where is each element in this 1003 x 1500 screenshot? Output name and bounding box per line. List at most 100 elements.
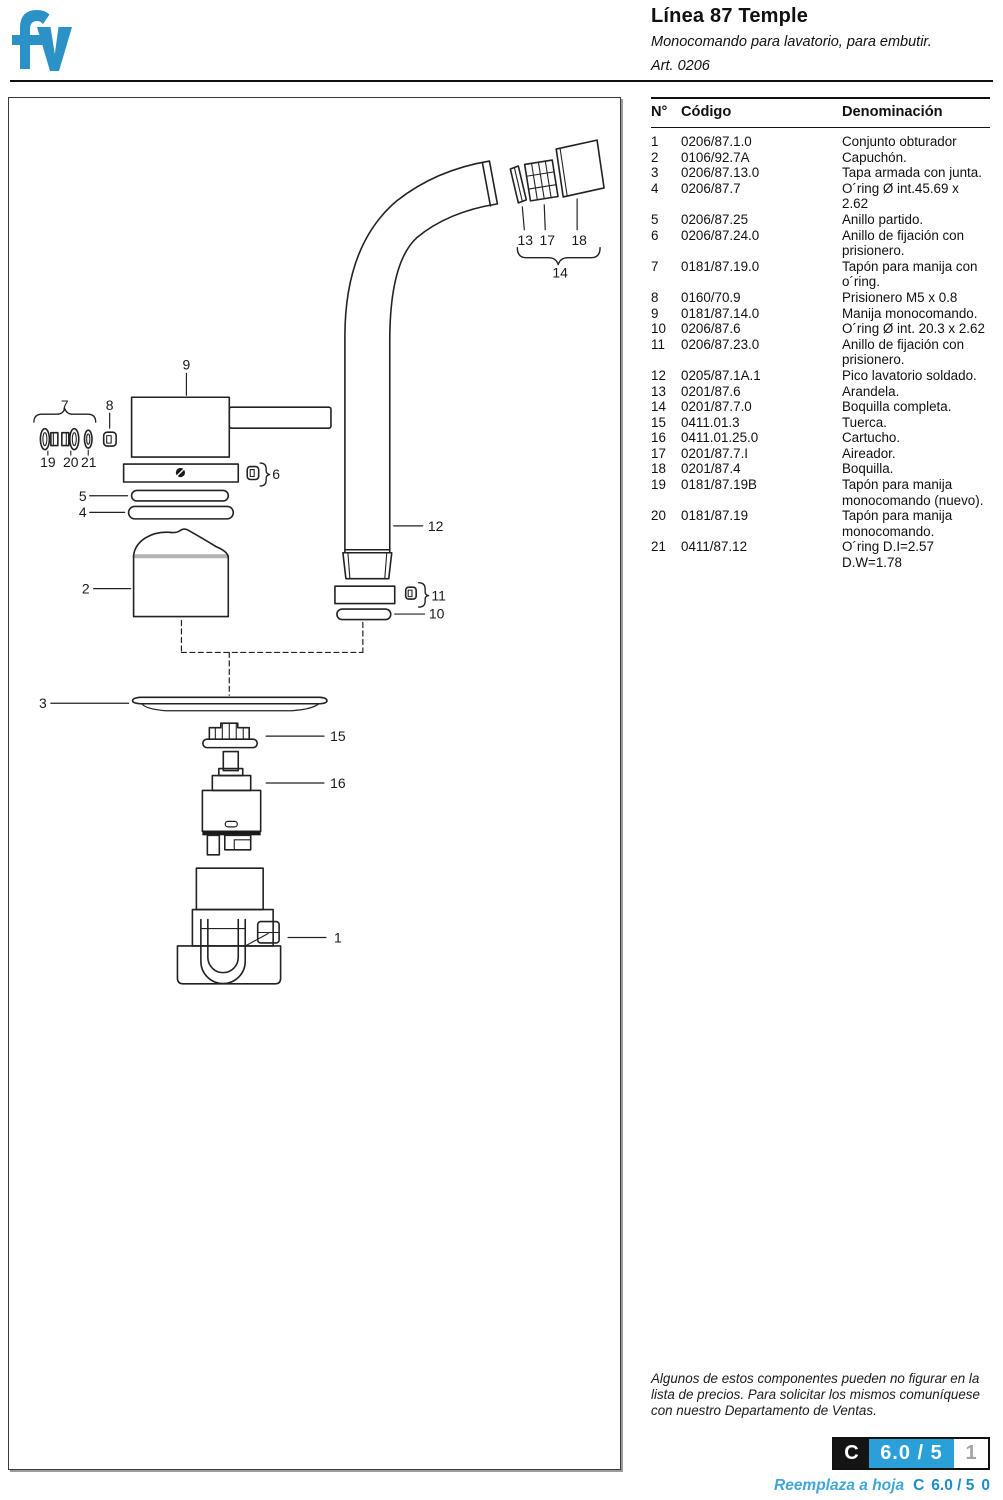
part-number: 13: [651, 383, 666, 399]
part-number: 8: [651, 289, 659, 305]
part-code: 0206/87.1.0: [681, 134, 752, 149]
part-name: O´ring Ø int. 20.3 x 2.62: [842, 321, 985, 337]
part-number: 19: [651, 477, 666, 493]
table-row: 19 0181/87.19B Tapón para manija monocoman…: [651, 477, 990, 508]
part-name: Boquilla completa.: [842, 399, 952, 415]
part-number: 11: [651, 336, 665, 352]
part-name: Anillo partido.: [842, 211, 924, 227]
part-code: 0181/87.14.0: [681, 305, 760, 321]
column-header-code: Código: [681, 104, 732, 120]
part-number: 12: [651, 367, 666, 383]
callout-label-6: 6: [272, 466, 280, 482]
diagram-panel: 12 13 17 18 14 9 7 8 19 20 21 6 5 4 2 11…: [8, 97, 621, 1470]
part-code: 0201/87.7.0: [681, 399, 752, 415]
brace-6: [259, 462, 271, 487]
assembly-dashed-lines: [180, 619, 364, 696]
part-code: 0160/70.9: [681, 289, 741, 305]
part-number: 4: [651, 180, 659, 196]
part-fixing-ring-2: [334, 585, 417, 605]
brace-11: [417, 581, 430, 608]
footnote: Algunos de estos componentes pueden no f…: [651, 1371, 980, 1419]
part-code: 0181/87.19: [681, 508, 749, 524]
part-number: 6: [651, 227, 659, 243]
part-number: 10: [651, 321, 666, 337]
part-name: Cartucho.: [842, 430, 901, 446]
part-code: 0206/87.6: [681, 321, 741, 337]
part-handle: [130, 396, 332, 458]
table-row: 18 0201/87.4 Boquilla.: [651, 461, 990, 477]
part-number: 20: [651, 508, 666, 524]
part-code: 0206/87.23.0: [681, 336, 760, 352]
sheet-code-box: C 6.0 / 5 1: [832, 1437, 990, 1470]
part-name: Tapón para manija monocomando.: [842, 508, 953, 539]
part-name: O´ring D.I=2.57 D.W=1.78: [842, 539, 934, 571]
part-number: 3: [651, 165, 659, 181]
fv-logo: [12, 10, 72, 71]
article-number: Art. 0206: [651, 58, 710, 74]
part-number: 2: [651, 149, 659, 165]
part-name: O´ring Ø int.45.69 x 2.62: [842, 180, 959, 212]
column-header-num: N°: [651, 104, 668, 120]
part-nozzle: [555, 139, 605, 198]
part-set-screw: [102, 431, 117, 447]
part-name: Pico lavatorio soldado.: [842, 367, 977, 383]
part-aerator: [523, 159, 559, 202]
callout-label-16: 16: [330, 775, 346, 791]
page-subtitle: Monocomando para lavatorio, para embutir…: [651, 34, 932, 50]
part-cap: [132, 528, 230, 618]
callout-label-2: 2: [82, 581, 90, 597]
part-name: Manija monocomando.: [842, 305, 978, 321]
callout-label-18: 18: [571, 232, 587, 248]
callout-label-5: 5: [79, 488, 87, 504]
part-number: 18: [651, 461, 666, 477]
part-fixing-ring: [122, 463, 260, 483]
callout-label-8: 8: [106, 397, 114, 413]
part-name: Tapón para manija con o´ring.: [842, 258, 978, 290]
callout-ticks-19-20-21: [47, 449, 89, 456]
callout-label-19: 19: [40, 454, 56, 470]
part-name: Tapón para manija monocomando (nuevo).: [842, 477, 984, 508]
part-name: Prisionero M5 x 0.8: [842, 289, 958, 305]
part-code: 0411.01.3: [681, 414, 740, 430]
part-number: 5: [651, 211, 659, 227]
part-number: 1: [651, 134, 659, 149]
callout-label-14: 14: [552, 265, 568, 281]
part-oring-large: [127, 505, 235, 520]
part-number: 21: [651, 539, 666, 555]
part-oring-small: [83, 429, 93, 449]
part-code: 0201/87.4: [681, 461, 741, 477]
sheet-code-revision: 1: [965, 1442, 977, 1464]
callout-label-9: 9: [183, 356, 191, 372]
part-name: Tapa armada con junta.: [842, 165, 982, 181]
brace-7: [33, 408, 97, 423]
brace-14: [516, 247, 601, 266]
part-code: 0181/87.19B: [681, 477, 757, 493]
part-plug-new: [39, 427, 59, 451]
part-number: 17: [651, 445, 666, 461]
part-code: 0411.01.25.0: [681, 430, 759, 446]
column-header-name: Denominación: [842, 104, 943, 120]
part-code: 0201/87.7.I: [681, 445, 749, 461]
replaces-code-letter: C: [913, 1477, 925, 1494]
part-code: 0181/87.19.0: [681, 258, 760, 274]
part-name: Boquilla.: [842, 461, 894, 477]
table-row: 8 0160/70.9 Prisionero M5 x 0.8: [651, 290, 990, 306]
part-code: 0201/87.6: [681, 383, 741, 399]
part-name: Anillo de fijación con prisionero.: [842, 227, 965, 259]
fv-logo-glyph: [12, 10, 72, 71]
callout-label-1: 1: [334, 929, 342, 945]
part-valve-body: [176, 867, 282, 985]
part-number: 16: [651, 430, 666, 446]
